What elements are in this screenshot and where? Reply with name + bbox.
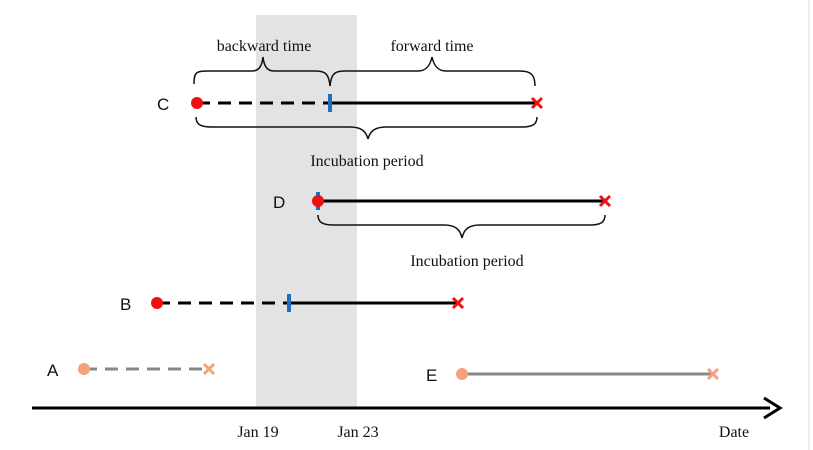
incubation-d-brace [317, 214, 606, 239]
tick-label-jan-23: Jan 23 [337, 424, 378, 441]
case-a-start-dot [78, 363, 90, 375]
case-c-start-dot [191, 97, 203, 109]
right-edge-divider [808, 0, 810, 450]
case-a-end-cross-icon [202, 362, 216, 376]
case-c-label: C [157, 95, 169, 114]
case-d: D [273, 192, 612, 212]
incubation-c-brace [195, 116, 538, 140]
case-b-start-dot [151, 297, 163, 309]
forward-time-label: forward time [390, 38, 473, 55]
case-e-label: E [426, 366, 437, 385]
case-b: B [120, 294, 465, 314]
incubation-d-label: Incubation period [410, 253, 523, 270]
case-e-start-dot [456, 368, 468, 380]
case-b-travel-marker [287, 294, 291, 312]
case-d-end-cross-icon [598, 194, 612, 208]
case-b-end-cross-icon [451, 296, 465, 310]
case-a-label: A [47, 361, 59, 380]
case-d-label: D [273, 193, 285, 212]
case-b-label: B [120, 295, 131, 314]
backward-time-label: backward time [217, 38, 312, 55]
case-c-end-cross-icon [530, 96, 544, 110]
forward-time-brace [329, 56, 536, 87]
tick-label-jan-19: Jan 19 [237, 424, 278, 441]
case-c-travel-marker [328, 94, 332, 112]
axis-date-label: Date [719, 424, 749, 441]
case-e: E [426, 366, 720, 385]
case-a: A [47, 361, 216, 380]
backward-time-brace [193, 56, 331, 87]
date-axis-arrow-icon [763, 396, 783, 420]
case-d-start-dot [312, 195, 324, 207]
case-c: C [157, 94, 544, 114]
travel-window-band [256, 15, 357, 407]
incubation-c-label: Incubation period [310, 153, 423, 170]
case-e-end-cross-icon [706, 367, 720, 381]
